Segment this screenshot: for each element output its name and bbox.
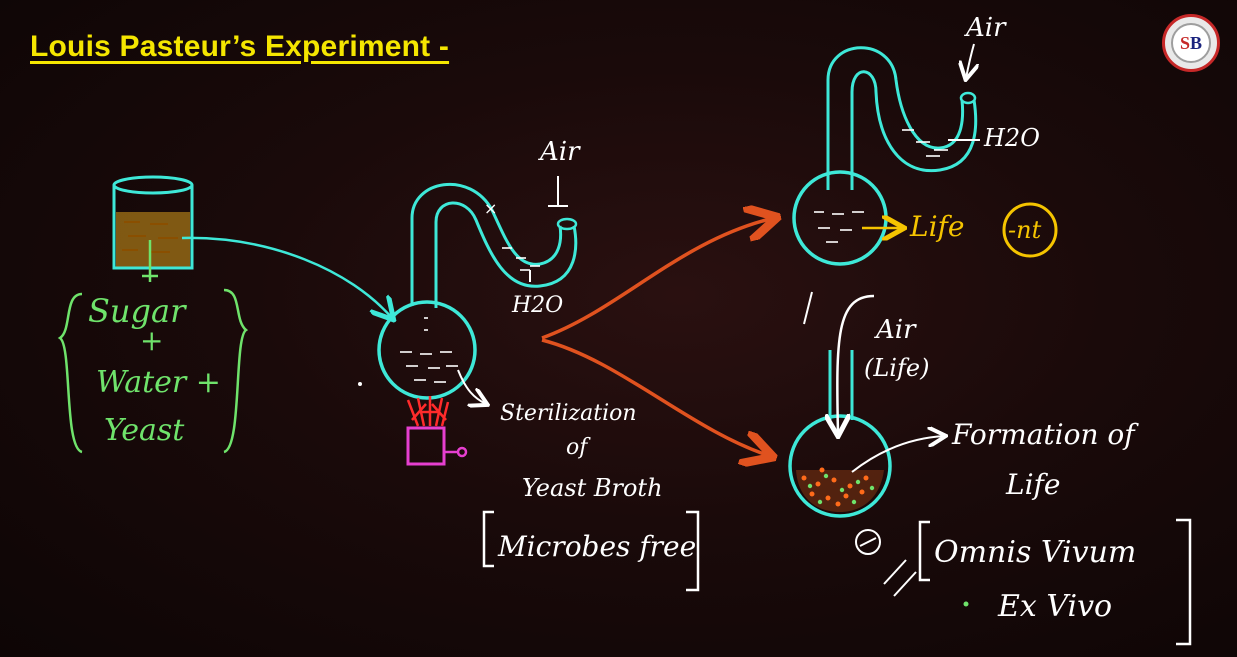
ingredient-yeast: Yeast	[104, 413, 185, 448]
microbes-free-label: Microbes free	[497, 530, 696, 563]
top-flask	[792, 46, 978, 266]
center-air-label: Air	[538, 137, 581, 167]
conclusion-bracket-left	[918, 520, 930, 582]
top-life-result-circle	[1002, 202, 1058, 258]
right-brace	[223, 288, 249, 454]
heater	[406, 426, 446, 466]
ingredient-sugar: Sugar	[88, 292, 187, 330]
sterilization-line-1: Sterilization	[500, 401, 637, 426]
microbes-bracket-left	[482, 510, 494, 568]
top-water-label: H2O	[983, 124, 1040, 152]
bottom-air-arrow	[837, 294, 875, 434]
conclusion-line-1: Omnis Vivum	[934, 535, 1136, 570]
brand-logo: SB	[1162, 14, 1220, 72]
sterilization-line-3: Yeast Broth	[522, 474, 663, 502]
center-flask: ×	[358, 182, 578, 400]
conclusion-bracket-right	[1176, 518, 1192, 646]
microbes-bracket-right	[686, 510, 700, 592]
ingredient-plus: +	[140, 324, 163, 357]
top-air-arrow	[966, 43, 974, 78]
page-title: Louis Pasteur’s Experiment -	[30, 30, 450, 63]
transfer-arrow	[181, 236, 392, 318]
conclusion-line-2: Ex Vivo	[997, 589, 1112, 624]
bottom-air-label: Air	[874, 315, 917, 345]
flame	[406, 396, 450, 427]
top-air-label: Air	[964, 13, 1007, 43]
svg-text:×: ×	[484, 199, 497, 218]
beaker	[112, 175, 194, 282]
formation-line-1: Formation of	[951, 418, 1139, 451]
sterilization-line-2: of	[566, 435, 591, 460]
sterilization-arrow	[457, 369, 486, 404]
ingredient-water: Water +	[96, 365, 221, 400]
top-life-result: -nt	[1008, 216, 1042, 244]
branch-arrow-down	[541, 338, 770, 456]
conclusion-marker	[855, 529, 881, 555]
bottom-air-sub: (Life)	[864, 354, 929, 382]
formation-arrow	[851, 436, 944, 473]
formation-line-2: Life	[1005, 468, 1060, 501]
bottom-flask	[788, 350, 892, 518]
left-brace	[57, 292, 83, 454]
top-life-label: Life	[909, 210, 964, 243]
branch-arrow-up	[541, 218, 774, 340]
center-water-label: H2O	[511, 293, 563, 318]
